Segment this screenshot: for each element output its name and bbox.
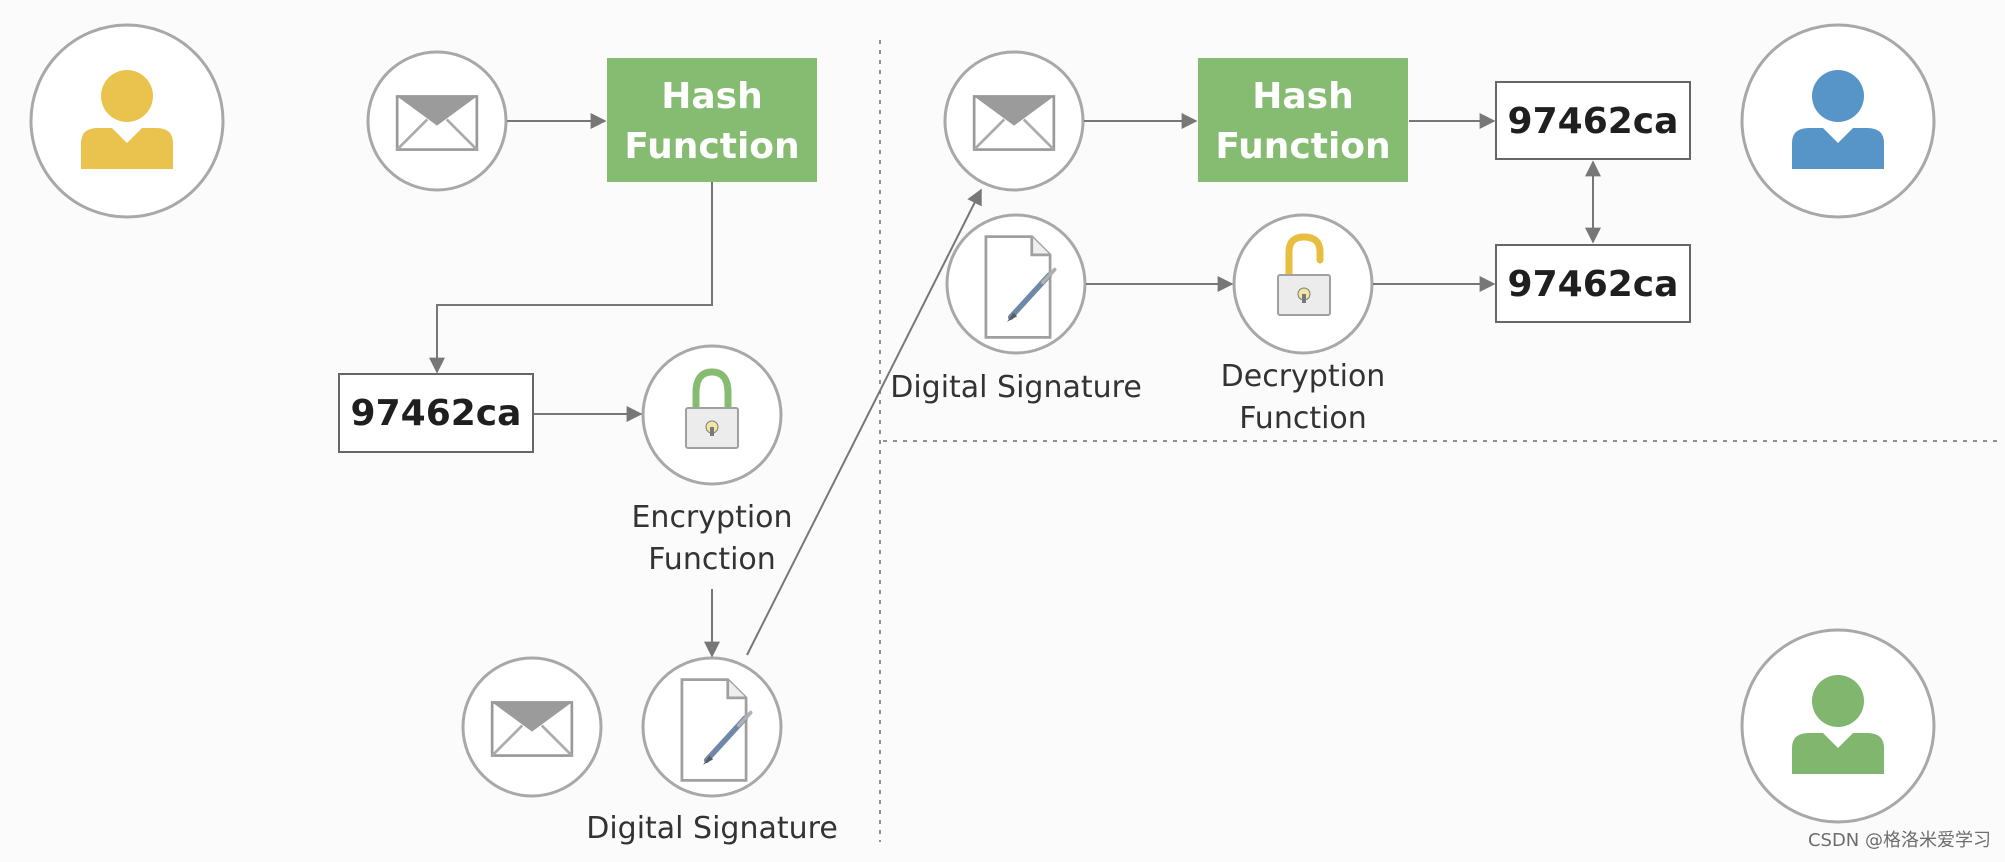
hash-function-label-line2: Function: [1215, 126, 1390, 167]
hash-function-label-line1: Hash: [1252, 76, 1353, 117]
receiver-digital-signature-label: Digital Signature: [890, 370, 1142, 405]
decryption-function-label-line2: Function: [1239, 401, 1367, 436]
envelope-icon: [972, 95, 1056, 151]
sender-output-message-node: [461, 656, 603, 798]
sender-hash-value-box: 97462ca: [338, 373, 534, 453]
receiver-digital-signature-node: [945, 213, 1087, 355]
unlock-shackle-icon: [1285, 233, 1324, 278]
signed-document-icon: [986, 237, 1055, 338]
encryption-function-label-line1: Encryption: [631, 500, 792, 535]
sender-digital-signature-label: Digital Signature: [586, 811, 838, 846]
hash-value-text: 97462ca: [351, 393, 522, 434]
hash-function-label-line1: Hash: [661, 76, 762, 117]
receiver-hash-value-box-bottom: 97462ca: [1495, 244, 1691, 323]
decryption-lock-node: [1232, 213, 1374, 355]
sender-message-node: [366, 50, 508, 192]
hash-value-text: 97462ca: [1508, 101, 1679, 142]
receiver-message-node: [943, 50, 1085, 192]
third-party-avatar: [1740, 628, 1936, 824]
encryption-function-label-line2: Function: [648, 542, 776, 577]
receiver-hash-function-box: Hash Function: [1198, 58, 1408, 182]
sender-digital-signature-node: [641, 656, 783, 798]
hash-value-text: 97462ca: [1508, 264, 1679, 305]
watermark-text: CSDN @格洛米爱学习: [1807, 830, 1991, 851]
decryption-function-label-line1: Decryption: [1221, 359, 1386, 394]
receiver-hash-value-box-top: 97462ca: [1495, 81, 1691, 160]
arrow-signature-to-receiver: [746, 188, 982, 656]
envelope-icon: [395, 95, 479, 151]
lock-shackle-icon: [692, 368, 732, 416]
hash-function-label-line2: Function: [624, 126, 799, 167]
envelope-icon: [490, 701, 574, 757]
sender-avatar: [29, 23, 225, 219]
receiver-avatar: [1740, 23, 1936, 219]
signed-document-icon: [682, 680, 751, 781]
arrow-hash-to-digest: [429, 182, 713, 374]
sender-hash-function-box: Hash Function: [607, 58, 817, 182]
encryption-lock-node: [641, 344, 783, 486]
